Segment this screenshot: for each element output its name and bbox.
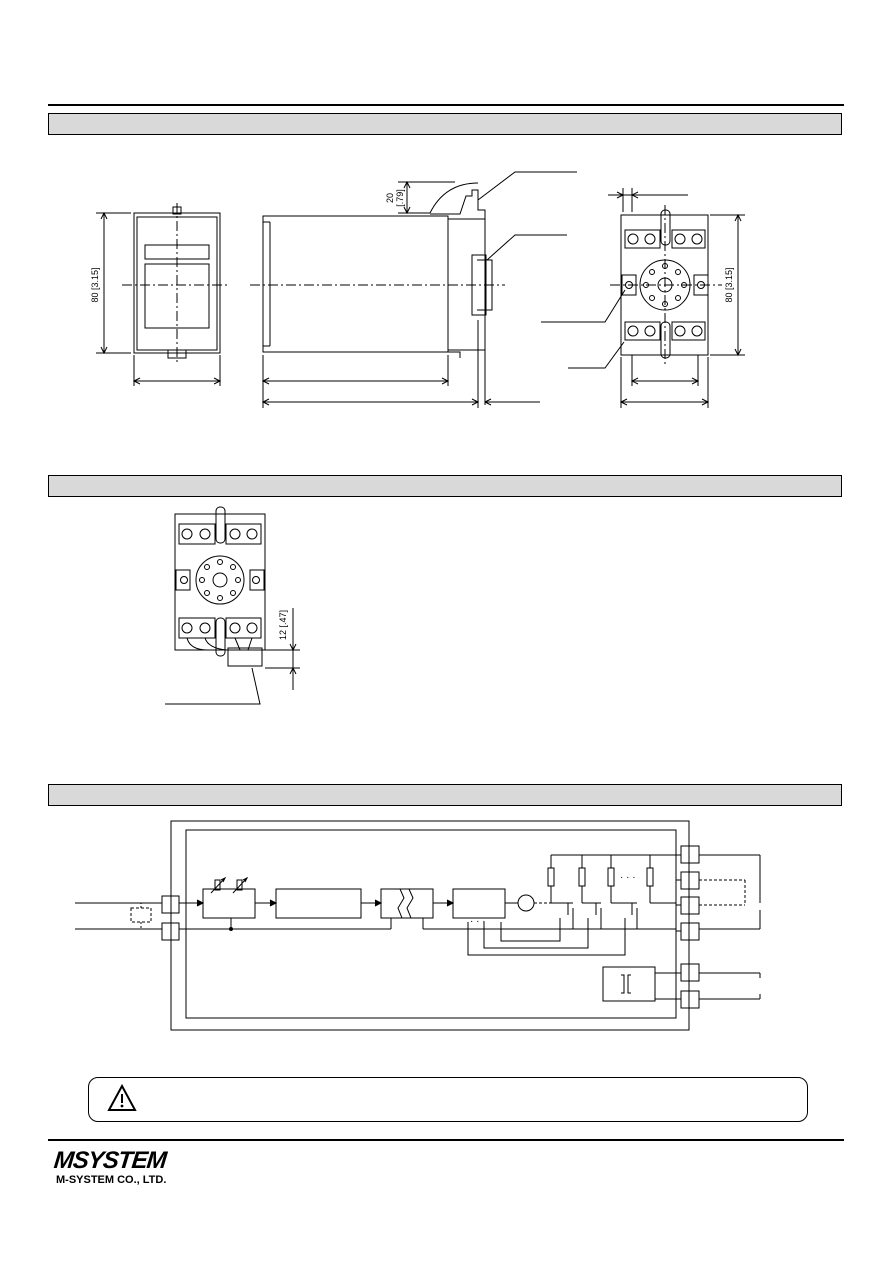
schematic-diagram: · · · · · ·: [75, 820, 761, 1031]
company-logo: MSYSTEM M-SYSTEM CO., LTD.: [52, 1147, 168, 1187]
bottom-rule: [48, 1139, 844, 1141]
dim-height-left: 80 [3.15]: [90, 267, 100, 302]
dim-height-right: 80 [3.15]: [724, 267, 734, 302]
side-view: [250, 171, 577, 408]
socket-view: [541, 188, 745, 408]
section-band-dimensions: [48, 113, 842, 135]
warning-triangle-icon: [107, 1084, 137, 1111]
dim-rail-clearance: 20: [385, 193, 395, 203]
front-view: [96, 203, 230, 386]
section-band-terminal-assignments: [48, 475, 842, 497]
logo-mark: MSYSTEM: [52, 1147, 168, 1174]
warning-note-box: [88, 1077, 808, 1122]
dim-wiring-clearance: 12 [.47]: [278, 610, 288, 640]
company-name: M-SYSTEM CO., LTD.: [56, 1174, 167, 1186]
dim-rail-clearance-inch: [.79]: [395, 189, 405, 207]
dimensions-drawing: 80 [3.15] 20 [.79]: [90, 171, 745, 408]
svg-text:· · ·: · · ·: [620, 872, 636, 883]
svg-text:· · ·: · · ·: [470, 916, 486, 927]
socket-wiring-drawing: [165, 506, 300, 705]
wiring-clearance-label: 12 [.47]: [278, 610, 288, 640]
section-band-schematic: [48, 784, 842, 806]
top-rule: [48, 104, 844, 106]
